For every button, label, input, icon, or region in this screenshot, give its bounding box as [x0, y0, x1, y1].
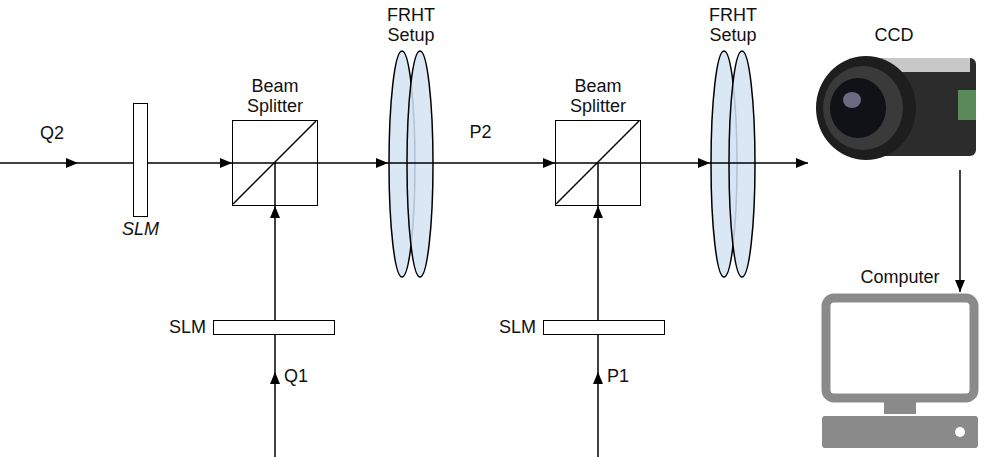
lens-drawing	[710, 50, 756, 278]
node-label: FRHT Setup	[698, 6, 768, 46]
splitter-diagonal	[233, 121, 317, 205]
beam-connector	[641, 162, 710, 164]
node-label: SLM	[499, 318, 536, 338]
beam-connector	[318, 162, 388, 164]
arrow-head	[66, 158, 78, 168]
node-label: SLM	[122, 220, 159, 240]
beam-in-splitter	[274, 163, 276, 206]
beam-connector	[148, 162, 232, 164]
node-label: CCD	[875, 26, 914, 46]
beam-connector	[756, 162, 808, 164]
node-label: FRHT Setup	[376, 6, 446, 46]
beam-connector	[434, 162, 555, 164]
camera-drawing	[808, 50, 980, 170]
node-label: Beam Splitter	[556, 77, 640, 117]
frht-lens-pair: FRHT Setup	[710, 50, 756, 278]
signal-name: Q1	[284, 367, 308, 387]
beam-connector	[274, 206, 276, 320]
beam-splitter: Beam Splitter	[555, 120, 641, 206]
signal-name: Q2	[40, 124, 64, 144]
lens-drawing	[388, 50, 434, 278]
ccd-camera: CCD	[808, 50, 980, 170]
beam-in-splitter	[597, 163, 599, 206]
slm-panel: SLM	[213, 320, 335, 335]
beam-connector	[597, 206, 599, 320]
input-beam	[597, 335, 599, 457]
arrow-head	[270, 372, 280, 384]
computer-drawing	[820, 292, 980, 450]
beam-splitter: Beam Splitter	[232, 120, 318, 206]
slm-panel: SLM	[543, 320, 665, 335]
node-label: SLM	[169, 318, 206, 338]
computer-icon: Computer	[820, 292, 980, 450]
input-beam	[274, 335, 276, 457]
beam-connector	[959, 170, 961, 292]
frht-lens-pair: FRHT Setup	[388, 50, 434, 278]
node-label: Beam Splitter	[233, 77, 317, 117]
signal-name: P2	[467, 123, 493, 143]
node-label: Computer	[860, 268, 939, 288]
arrow-head	[593, 372, 603, 384]
splitter-diagonal	[556, 121, 640, 205]
signal-name: P1	[607, 367, 629, 387]
slm-panel: SLM	[133, 103, 148, 217]
